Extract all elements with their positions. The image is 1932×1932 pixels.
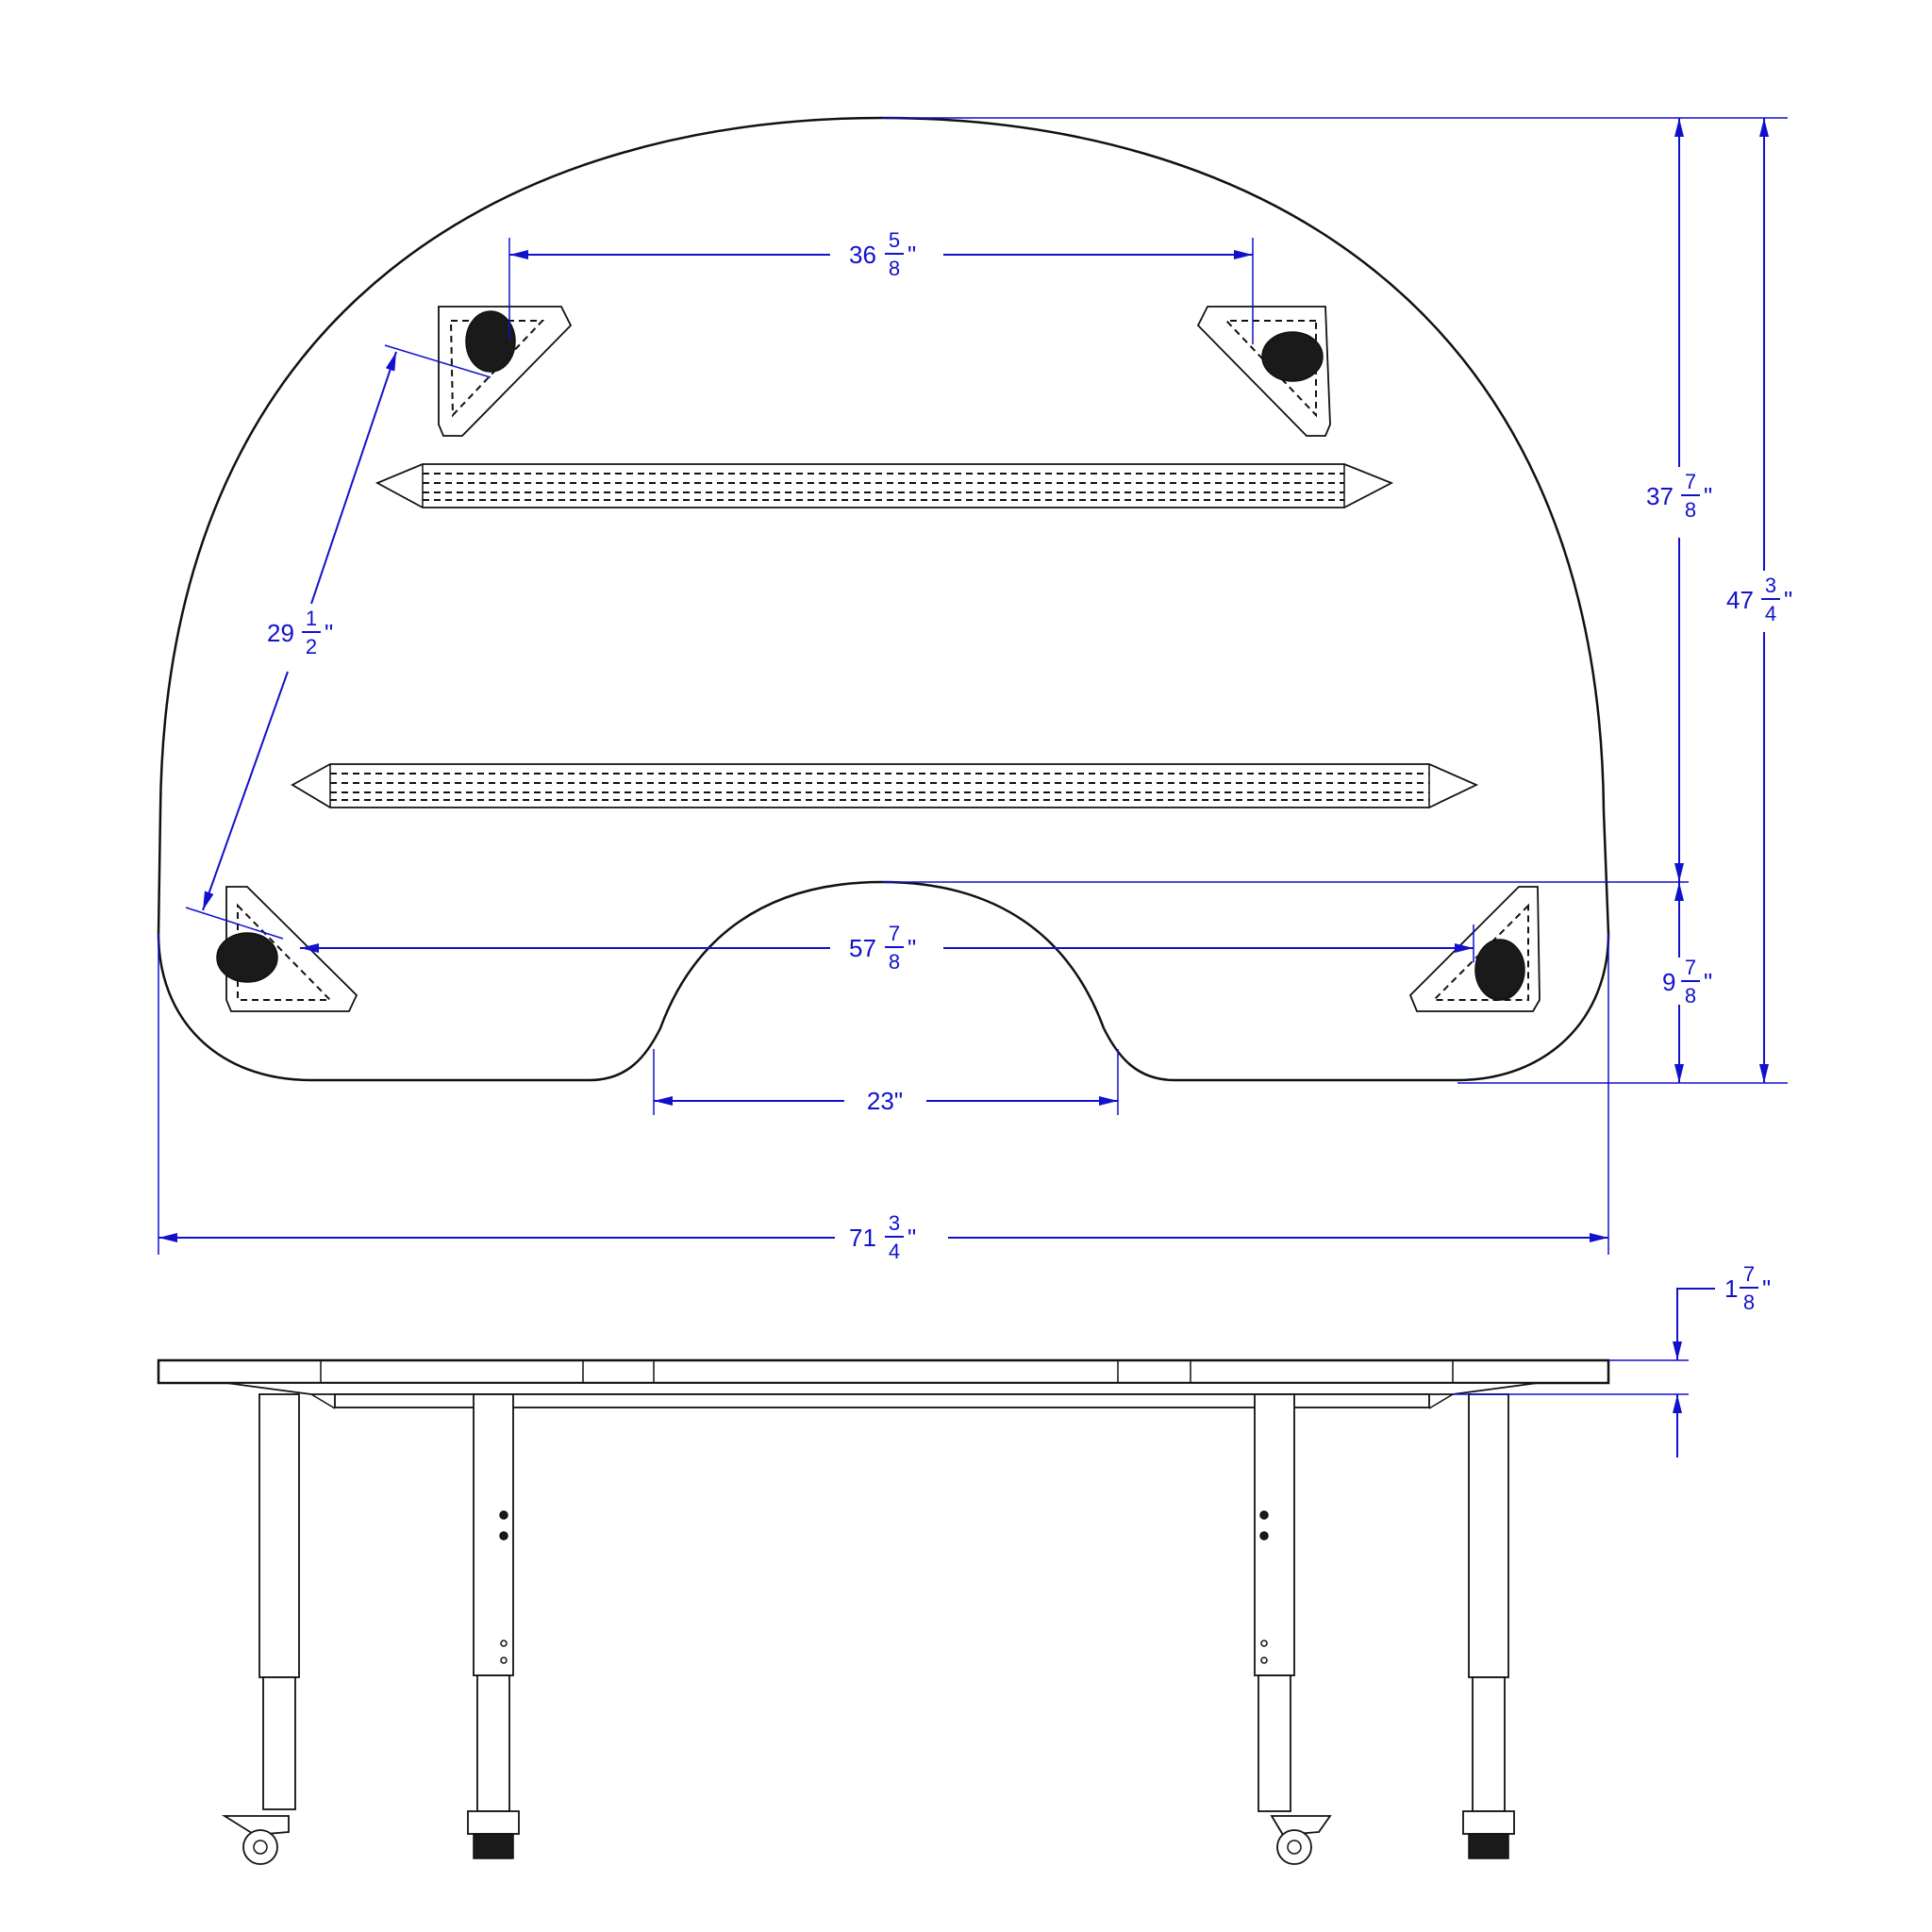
dim-71-whole: 71 — [849, 1224, 876, 1252]
dim-57-den: 8 — [889, 950, 900, 974]
dim-37-whole: 37 — [1646, 482, 1674, 510]
dim-diagonal-caster: 29 1 2 " — [202, 351, 397, 911]
caster-bracket-bottom-right — [1408, 886, 1541, 1012]
dim-caster-spacing-bottom: 57 7 8 " — [300, 922, 1474, 974]
plan-view: 36 5 8 " 29 1 2 " 57 7 8 " — [157, 116, 1792, 1263]
leg-1 — [221, 1393, 300, 1865]
dim-37-den: 8 — [1685, 498, 1696, 522]
dim-71-unit: " — [908, 1224, 916, 1252]
lower-rail — [291, 763, 1479, 808]
dim-cutout-depth: 9 7 8 " — [1662, 882, 1712, 1083]
caster-bracket-bottom-left — [216, 886, 358, 1012]
dim-47-unit: " — [1784, 586, 1792, 614]
dim-71-den: 4 — [889, 1240, 900, 1263]
dim-36-den: 8 — [889, 257, 900, 280]
dim-overall-depth: 47 3 4 " — [1726, 118, 1792, 1083]
tabletop-outline — [157, 116, 1610, 1082]
dim-57-whole: 57 — [849, 934, 876, 962]
dim-cutout-width: 23" — [654, 1087, 1118, 1115]
dim-47-whole: 47 — [1726, 586, 1754, 614]
leg-3 — [1254, 1393, 1332, 1865]
dim-overall-width: 71 3 4 " — [158, 1211, 1608, 1263]
dim-9-den: 8 — [1685, 984, 1696, 1008]
dim-36-unit: " — [908, 241, 916, 269]
dim-9-num: 7 — [1685, 956, 1696, 979]
leg-2 — [467, 1393, 520, 1859]
dim-36-whole: 36 — [849, 241, 876, 269]
leg-4 — [1462, 1393, 1515, 1859]
dim-29-den: 2 — [306, 635, 317, 658]
dim-71-num: 3 — [889, 1211, 900, 1235]
dim-23-text: 23" — [867, 1087, 903, 1115]
dim-29-unit: " — [325, 619, 333, 647]
dim-1-num: 7 — [1743, 1262, 1755, 1286]
dim-top-thickness: 1 7 8 " — [1453, 1262, 1771, 1457]
caster-bracket-top-left — [438, 306, 573, 437]
dim-57-num: 7 — [889, 922, 900, 945]
dim-caster-spacing-top: 36 5 8 " — [509, 228, 1253, 280]
dim-47-num: 3 — [1765, 574, 1776, 597]
dim-top-to-cutout: 37 7 8 " — [1646, 118, 1712, 882]
dim-37-unit: " — [1704, 482, 1712, 510]
dim-29-whole: 29 — [267, 619, 294, 647]
elevation-view: 1 7 8 " — [157, 1262, 1771, 1865]
dim-47-den: 4 — [1765, 602, 1776, 625]
dim-1-whole: 1 — [1724, 1274, 1738, 1303]
dim-37-num: 7 — [1685, 470, 1696, 493]
dim-1-den: 8 — [1743, 1291, 1755, 1314]
caster-bracket-top-right — [1196, 306, 1331, 437]
dim-9-whole: 9 — [1662, 968, 1675, 996]
dim-57-unit: " — [908, 934, 916, 962]
dim-1-unit: " — [1762, 1274, 1771, 1303]
dim-29-num: 1 — [306, 607, 317, 630]
dim-36-num: 5 — [889, 228, 900, 252]
dim-9-unit: " — [1704, 968, 1712, 996]
tabletop-side — [157, 1358, 1610, 1385]
upper-rail — [375, 463, 1394, 508]
